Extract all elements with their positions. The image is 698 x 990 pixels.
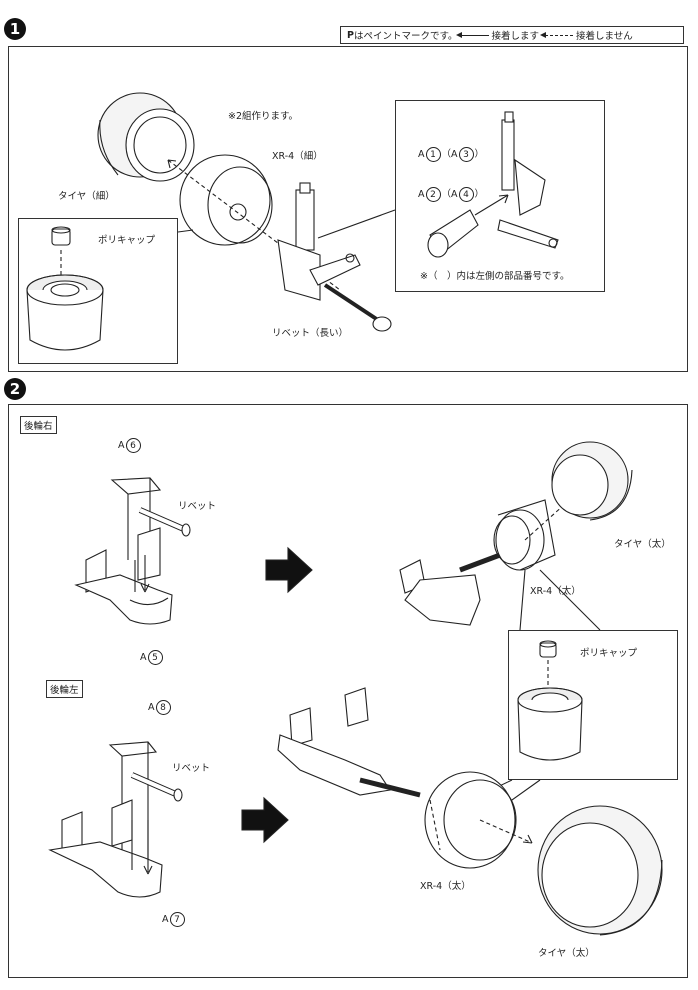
- step-1-number: 1: [4, 18, 26, 40]
- glue-text: 接着します: [491, 31, 540, 42]
- rear-left-tag: 後輪左: [46, 680, 83, 698]
- part-prefix: A: [418, 189, 425, 200]
- part-prefix: A: [451, 189, 458, 200]
- part-number-circle: 1: [425, 147, 441, 162]
- dashed-arrow-icon: [540, 31, 574, 38]
- arrow-legend: P はペイントマークです。 接着します 接着しません: [340, 26, 684, 44]
- step-2-panel: [8, 404, 688, 978]
- no-glue-text: 接着しません: [576, 31, 633, 42]
- polycap-label-2: ポリキャップ: [580, 648, 638, 659]
- part-prefix: A: [140, 652, 147, 663]
- part-prefix: A: [162, 914, 169, 925]
- rim-thin-label: XR-4（細）: [272, 151, 323, 162]
- paint-mark-text: はペイントマークです。: [353, 31, 458, 42]
- tire-wide-label: タイヤ（太）: [614, 539, 671, 550]
- step-2-polycap-box: [508, 630, 678, 780]
- part-number-circle: 3: [458, 147, 474, 162]
- part-number-circle: 5: [147, 650, 163, 665]
- solid-arrow-icon: [455, 31, 489, 38]
- part-number-circle: 2: [425, 187, 441, 202]
- part-number-circle: 8: [155, 700, 171, 715]
- part-number-circle: 7: [169, 912, 185, 927]
- step-1-panel: [8, 46, 688, 372]
- part-prefix: A: [418, 149, 425, 160]
- step-1-polycap-box: [18, 218, 178, 364]
- part-prefix: A: [148, 702, 155, 713]
- part-prefix: A: [118, 440, 125, 451]
- tire-thin-label: タイヤ（細）: [58, 191, 115, 202]
- polycap-label-1: ポリキャップ: [98, 235, 156, 246]
- rear-right-tag: 後輪右: [20, 416, 57, 434]
- step-1-detail-box: [395, 100, 605, 292]
- part-number-circle: 4: [458, 187, 474, 202]
- rivet-long-label: リベット（長い）: [272, 328, 349, 339]
- make-two-note: ※2組作ります。: [228, 111, 299, 122]
- part-number-circle: 6: [125, 438, 141, 453]
- step-2-number: 2: [4, 378, 26, 400]
- paint-mark-icon: P: [347, 29, 354, 41]
- left-part-note: ※（ ）内は左側の部品番号です。: [420, 271, 570, 282]
- tire-wide-label-2: タイヤ（太）: [538, 948, 595, 959]
- rivet-label-right: リベット: [178, 501, 217, 512]
- rim-wide-label-2: XR-4（太）: [420, 881, 471, 892]
- part-prefix: A: [451, 149, 458, 160]
- rim-wide-label: XR-4（太）: [530, 586, 581, 597]
- rivet-label-left: リベット: [172, 763, 211, 774]
